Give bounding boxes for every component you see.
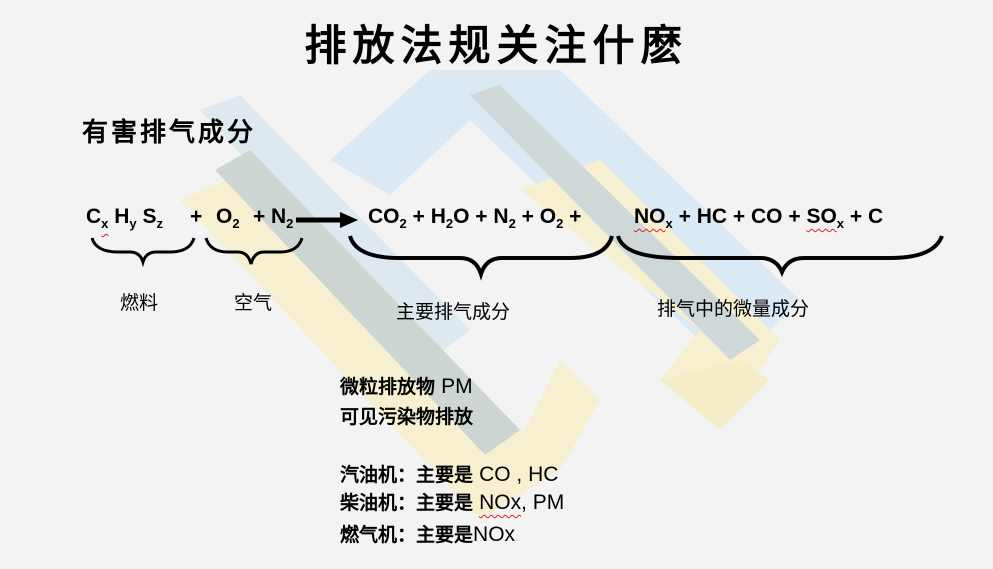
note-diesel: 柴油机：主要是 NOx, PM	[340, 491, 565, 514]
note-gas-engine: 燃气机：主要是NOx	[340, 523, 516, 546]
oxygen-formula: O2	[216, 205, 240, 231]
note-gasoline: 汽油机：主要是 CO , HC	[340, 463, 559, 486]
plus-sign: +	[253, 205, 266, 228]
brace-main	[348, 235, 614, 281]
products-main: CO2 + H2O + N2 + O2 +	[368, 205, 582, 231]
brace-fuel	[90, 237, 196, 268]
fuel-formula: Cx Hy Sz	[86, 205, 164, 231]
section-heading: 有害排气成分	[82, 118, 257, 148]
brace-trace	[616, 235, 944, 278]
reaction-arrow	[296, 212, 358, 228]
nitrogen-formula: N2	[271, 205, 294, 231]
brace-air	[204, 237, 304, 265]
products-trace: NOx + HC + CO + SOx + C	[634, 205, 884, 231]
label-fuel: 燃料	[120, 292, 159, 314]
label-air: 空气	[234, 292, 273, 314]
note-pm: 微粒排放物 PM	[340, 375, 473, 398]
note-visible: 可见污染物排放	[340, 406, 474, 428]
label-main-exhaust: 主要排气成分	[396, 301, 511, 323]
page-title: 排放法规关注什麽	[304, 21, 689, 70]
plus-sign: +	[190, 205, 203, 228]
label-trace-exhaust: 排气中的微量成分	[657, 298, 810, 320]
